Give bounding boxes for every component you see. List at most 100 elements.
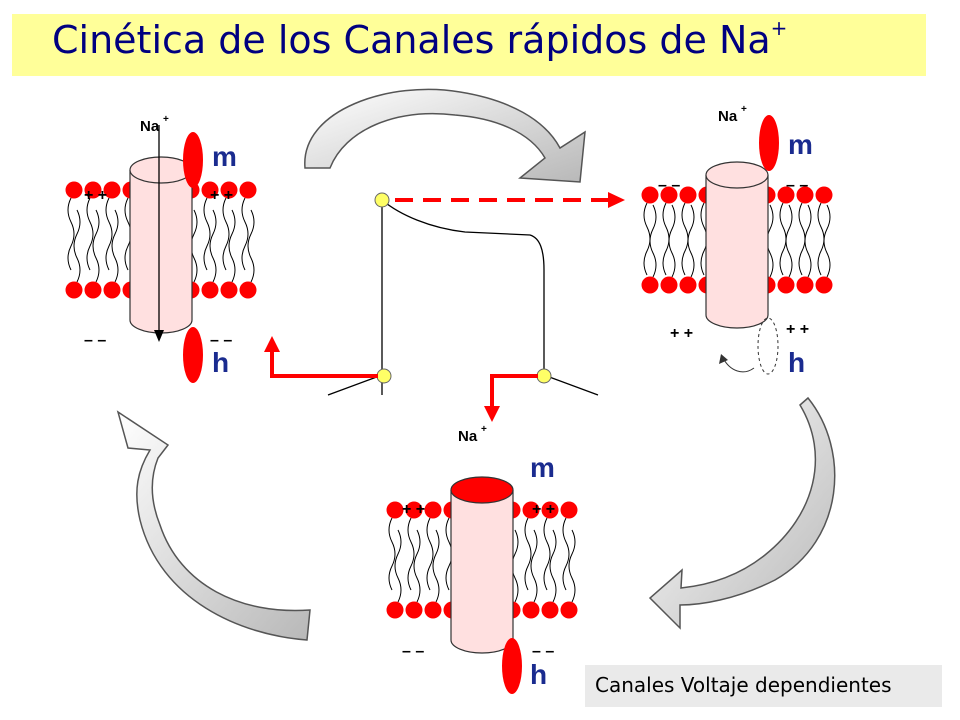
ch3-right-lipid-head: [541, 601, 559, 619]
na-sup-resting: +: [163, 114, 169, 125]
ch2-h-gate-moving: [757, 317, 779, 375]
ch1-ion-flow-arrowhead: [154, 330, 164, 342]
na-sup-inactivated: +: [481, 424, 487, 435]
ch2-right-lipid-head: [796, 276, 814, 294]
caption-box: Canales Voltaje dependientes: [585, 665, 942, 707]
ch2-pore-body: [705, 175, 769, 329]
channel-open: [641, 115, 833, 375]
na-sup-open: +: [741, 104, 747, 115]
ch2-right-tail: [798, 202, 806, 276]
ch3-h-gate: [502, 638, 522, 694]
ch2-left-lipid-head: [641, 276, 659, 294]
ch1-left-lipid-head: [84, 281, 102, 299]
charge-out-right-resting: + +: [210, 187, 233, 204]
ch3-left-tail: [394, 529, 402, 603]
ch1-right-lipid-head: [239, 181, 257, 199]
m-gate-label-open: m: [788, 129, 813, 160]
ch2-right-tail: [823, 204, 831, 278]
ch1-right-tail: [241, 197, 249, 271]
ch1-left-tail: [86, 197, 94, 271]
ch3-right-lipid-head: [522, 601, 540, 619]
waveform-node-inactivated: [536, 368, 552, 384]
ch3-pore-mouth: [450, 476, 514, 504]
title-superscript: +: [770, 16, 788, 41]
ch3-right-tail: [568, 529, 576, 603]
ch1-left-tail: [105, 197, 113, 271]
ch3-right-tail: [562, 517, 570, 591]
ch1-left-lipid-head: [65, 181, 83, 199]
elbow-arrow-to-resting: [264, 336, 378, 378]
ch2-left-tail: [687, 204, 695, 278]
ch3-pore-body: [450, 490, 514, 654]
cycle-arrow-right: [648, 396, 836, 630]
ch2-pore-mouth: [705, 161, 769, 189]
ch1-right-lipid-head: [201, 281, 219, 299]
ch2-right-tail: [779, 202, 787, 276]
ch2-right-tail: [804, 204, 812, 278]
ch3-right-tail: [530, 529, 538, 603]
ch3-left-lipid-head: [405, 501, 423, 519]
ch2-left-tail: [668, 204, 676, 278]
ch1-right-tail: [203, 197, 211, 271]
charge-in-right-inactivated: – –: [532, 643, 554, 660]
ch2-right-lipid-head: [796, 186, 814, 204]
m-gate-label-resting: m: [212, 141, 237, 172]
ch1-pore-mouth: [129, 156, 193, 184]
ch3-left-tail: [388, 517, 396, 591]
na-label-inactivated: Na: [458, 428, 478, 445]
ch2-h-gate-motion-arrowhead: [719, 354, 728, 364]
ch3-left-lipid-head: [424, 601, 442, 619]
ch2-m-gate: [759, 115, 779, 171]
cycle-arrow-top: [304, 88, 586, 183]
ch3-right-lipid-head: [560, 601, 578, 619]
ch3-left-tail: [407, 517, 415, 591]
ch3-left-lipid-head: [424, 501, 442, 519]
ch3-right-lipid-head: [541, 501, 559, 519]
charge-out-left-open: – –: [658, 177, 680, 194]
ch3-left-lipid-head: [386, 501, 404, 519]
waveform-node-peak: [374, 192, 390, 208]
ch2-left-tail: [681, 202, 689, 276]
m-gate-label-inactivated: m: [530, 452, 555, 483]
ch1-h-gate: [183, 327, 203, 383]
ch1-left-tail: [92, 209, 100, 283]
waveform-node-rest: [376, 368, 392, 384]
caption-text: Canales Voltaje dependientes: [595, 673, 892, 697]
ch2-right-tail: [817, 202, 825, 276]
page-title: Cinética de los Canales rápidos de Na+: [52, 16, 788, 62]
ch1-left-lipid-head: [84, 181, 102, 199]
elbow-arrow-to-inactivated: [484, 374, 538, 422]
ch3-right-lipid-head: [560, 501, 578, 519]
charge-out-right-open: – –: [786, 177, 808, 194]
ch2-right-lipid-head: [777, 276, 795, 294]
ch3-right-tail: [543, 517, 551, 591]
ch1-left-tail: [111, 209, 119, 283]
ch3-right-tail: [549, 529, 557, 603]
charge-out-left-resting: + +: [84, 187, 107, 204]
ch2-left-tail: [643, 202, 651, 276]
ch2-right-lipid-head: [777, 186, 795, 204]
ch3-right-lipid-head: [522, 501, 540, 519]
ch1-m-gate: [183, 132, 203, 188]
ch1-left-lipid-head: [103, 181, 121, 199]
title-main: Cinética de los Canales rápidos de Na: [52, 18, 771, 62]
ch2-right-lipid-head: [815, 276, 833, 294]
h-gate-label-inactivated: h: [530, 659, 547, 690]
ch1-right-lipid-head: [220, 281, 238, 299]
ch3-left-tail: [413, 529, 421, 603]
charge-in-left-resting: – –: [84, 332, 106, 349]
ch1-right-lipid-head: [239, 281, 257, 299]
ch1-right-lipid-head: [220, 181, 238, 199]
channel-inactivated: [386, 476, 578, 694]
cycle-arrow-left: [116, 410, 311, 641]
ch2-left-lipid-head: [679, 276, 697, 294]
ch1-left-tail: [67, 197, 75, 271]
ch3-left-tail: [426, 517, 434, 591]
na-label-open: Na: [718, 108, 738, 125]
ch1-right-tail: [222, 197, 230, 271]
ch2-left-tail: [649, 204, 657, 278]
ch2-right-tail: [785, 204, 793, 278]
ch3-left-lipid-head: [405, 601, 423, 619]
ch2-left-lipid-head: [679, 186, 697, 204]
